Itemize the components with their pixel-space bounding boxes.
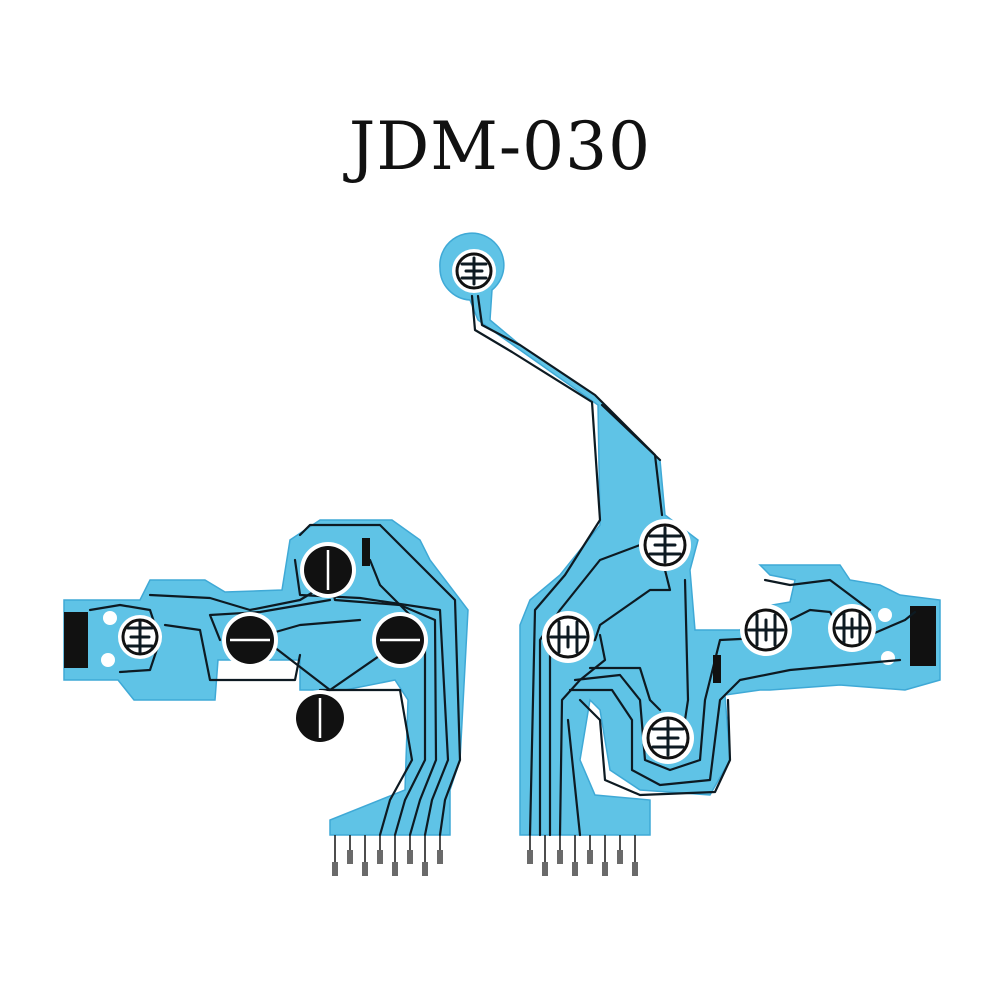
product-title: JDM-030 bbox=[348, 108, 652, 185]
left-membrane bbox=[63, 519, 469, 876]
right-membrane bbox=[439, 232, 941, 876]
right-pad-cross bbox=[642, 712, 694, 764]
left-pad-up bbox=[300, 542, 356, 598]
right-mount-hole-top bbox=[878, 608, 892, 622]
left-pad-left bbox=[222, 612, 278, 668]
right-side-connector bbox=[910, 606, 936, 666]
left-film bbox=[63, 519, 469, 836]
left-pad-analog bbox=[118, 615, 162, 659]
right-pad-triangle bbox=[639, 519, 691, 571]
right-mount-hole-bottom bbox=[881, 651, 895, 665]
left-side-connector bbox=[64, 612, 88, 668]
left-pad-down bbox=[292, 690, 348, 746]
right-pad-square bbox=[542, 611, 594, 663]
right-small-contact bbox=[713, 655, 721, 683]
left-mount-hole-top bbox=[103, 611, 117, 625]
right-ribbon-pins bbox=[527, 835, 638, 876]
left-mount-hole-bottom bbox=[101, 653, 115, 667]
right-pad-analog bbox=[828, 604, 876, 652]
right-pad-circle bbox=[740, 604, 792, 656]
right-pad-ps bbox=[452, 249, 496, 293]
left-small-contact bbox=[362, 538, 370, 566]
left-ribbon-pins bbox=[332, 835, 443, 876]
left-pad-right bbox=[372, 612, 428, 668]
